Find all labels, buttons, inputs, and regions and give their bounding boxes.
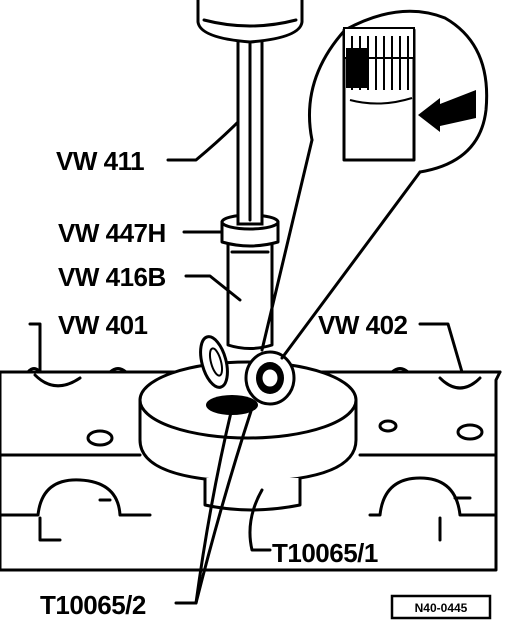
arrow-icon (418, 90, 476, 132)
label-t10065-2: T10065/2 (40, 590, 146, 620)
figure-reference-text: N40-0445 (415, 601, 468, 615)
label-vw447h: VW 447H (58, 218, 166, 248)
figure-reference: N40-0445 (390, 594, 492, 620)
drift-vw416b (220, 213, 280, 350)
label-vw401: VW 401 (58, 310, 148, 340)
tool-disc-t10065-1 (138, 360, 358, 512)
label-t10065-1: T10065/1 (272, 538, 378, 568)
label-vw402: VW 402 (318, 310, 408, 340)
leader-lines (28, 120, 464, 605)
label-vw416b: VW 416B (58, 262, 166, 292)
label-vw411: VW 411 (56, 146, 144, 176)
rod-vw411 (196, 0, 304, 226)
seal-rings-t10065-2 (199, 335, 296, 406)
detail-magnifier (260, 9, 489, 360)
